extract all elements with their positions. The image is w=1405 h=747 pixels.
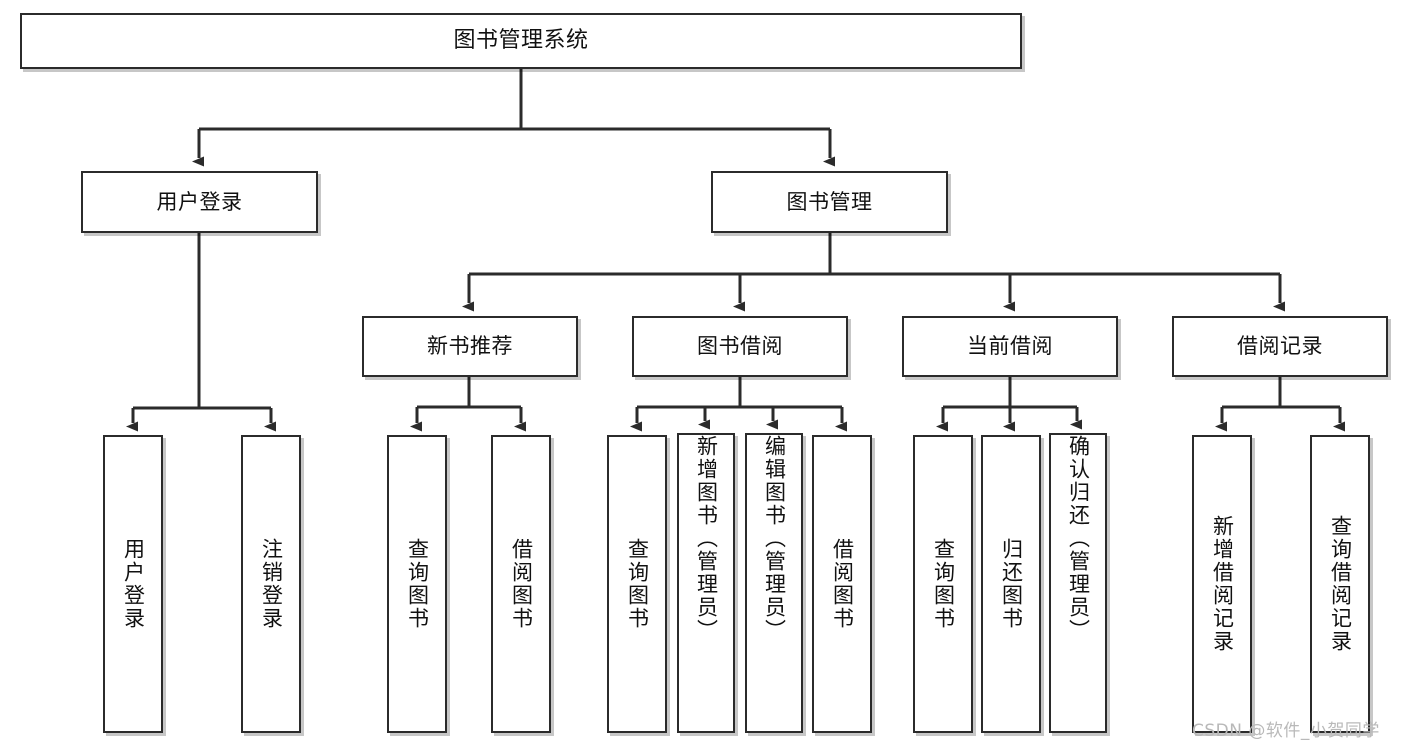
node-label: 确认归还（管理员） — [1066, 435, 1091, 642]
leaf-current-borrow-confirm-return[interactable]: 确认归还（管理员） — [1049, 433, 1107, 733]
node-label: 借阅图书 — [830, 538, 855, 630]
node-label: 查询图书 — [931, 538, 956, 630]
node-label: 查询借阅记录 — [1328, 515, 1353, 653]
leaf-borrow-record-query[interactable]: 查询借阅记录 — [1310, 435, 1370, 733]
node-label: 新增借阅记录 — [1210, 515, 1235, 653]
node-label: 新书推荐 — [427, 334, 513, 359]
node-label: 查询图书 — [405, 538, 430, 630]
leaf-book-borrow-add[interactable]: 新增图书（管理员） — [677, 433, 735, 733]
node-label: 注销登录 — [259, 538, 284, 630]
node-label: 编辑图书（管理员） — [762, 435, 787, 642]
node-label: 当前借阅 — [967, 334, 1053, 359]
leaf-user-login-login[interactable]: 用户登录 — [103, 435, 163, 733]
leaf-book-borrow-borrow[interactable]: 借阅图书 — [812, 435, 872, 733]
leaf-book-borrow-query[interactable]: 查询图书 — [607, 435, 667, 733]
node-label: 查询图书 — [625, 538, 650, 630]
node-root-system[interactable]: 图书管理系统 — [20, 13, 1022, 69]
leaf-current-borrow-return[interactable]: 归还图书 — [981, 435, 1041, 733]
node-label: 新增图书（管理员） — [694, 435, 719, 642]
leaf-book-borrow-edit[interactable]: 编辑图书（管理员） — [745, 433, 803, 733]
node-user-login[interactable]: 用户登录 — [81, 171, 318, 233]
node-label: 图书借阅 — [697, 334, 783, 359]
node-label: 图书管理系统 — [453, 28, 589, 54]
node-new-book-recommend[interactable]: 新书推荐 — [362, 316, 578, 377]
leaf-current-borrow-query[interactable]: 查询图书 — [913, 435, 973, 733]
node-label: 图书管理 — [786, 189, 873, 214]
node-label: 借阅图书 — [509, 538, 534, 630]
leaf-user-login-logout[interactable]: 注销登录 — [241, 435, 301, 733]
node-label: 借阅记录 — [1237, 334, 1323, 359]
node-book-borrow[interactable]: 图书借阅 — [632, 316, 848, 377]
node-borrow-record[interactable]: 借阅记录 — [1172, 316, 1388, 377]
leaf-new-book-query[interactable]: 查询图书 — [387, 435, 447, 733]
node-current-borrow[interactable]: 当前借阅 — [902, 316, 1118, 377]
leaf-borrow-record-add[interactable]: 新增借阅记录 — [1192, 435, 1252, 733]
node-label: 用户登录 — [121, 538, 146, 630]
node-label: 用户登录 — [156, 189, 243, 214]
leaf-new-book-borrow[interactable]: 借阅图书 — [491, 435, 551, 733]
csdn-watermark: CSDN @软件_小贺同学 — [1192, 721, 1380, 741]
node-book-manage[interactable]: 图书管理 — [711, 171, 948, 233]
node-label: 归还图书 — [999, 538, 1024, 630]
